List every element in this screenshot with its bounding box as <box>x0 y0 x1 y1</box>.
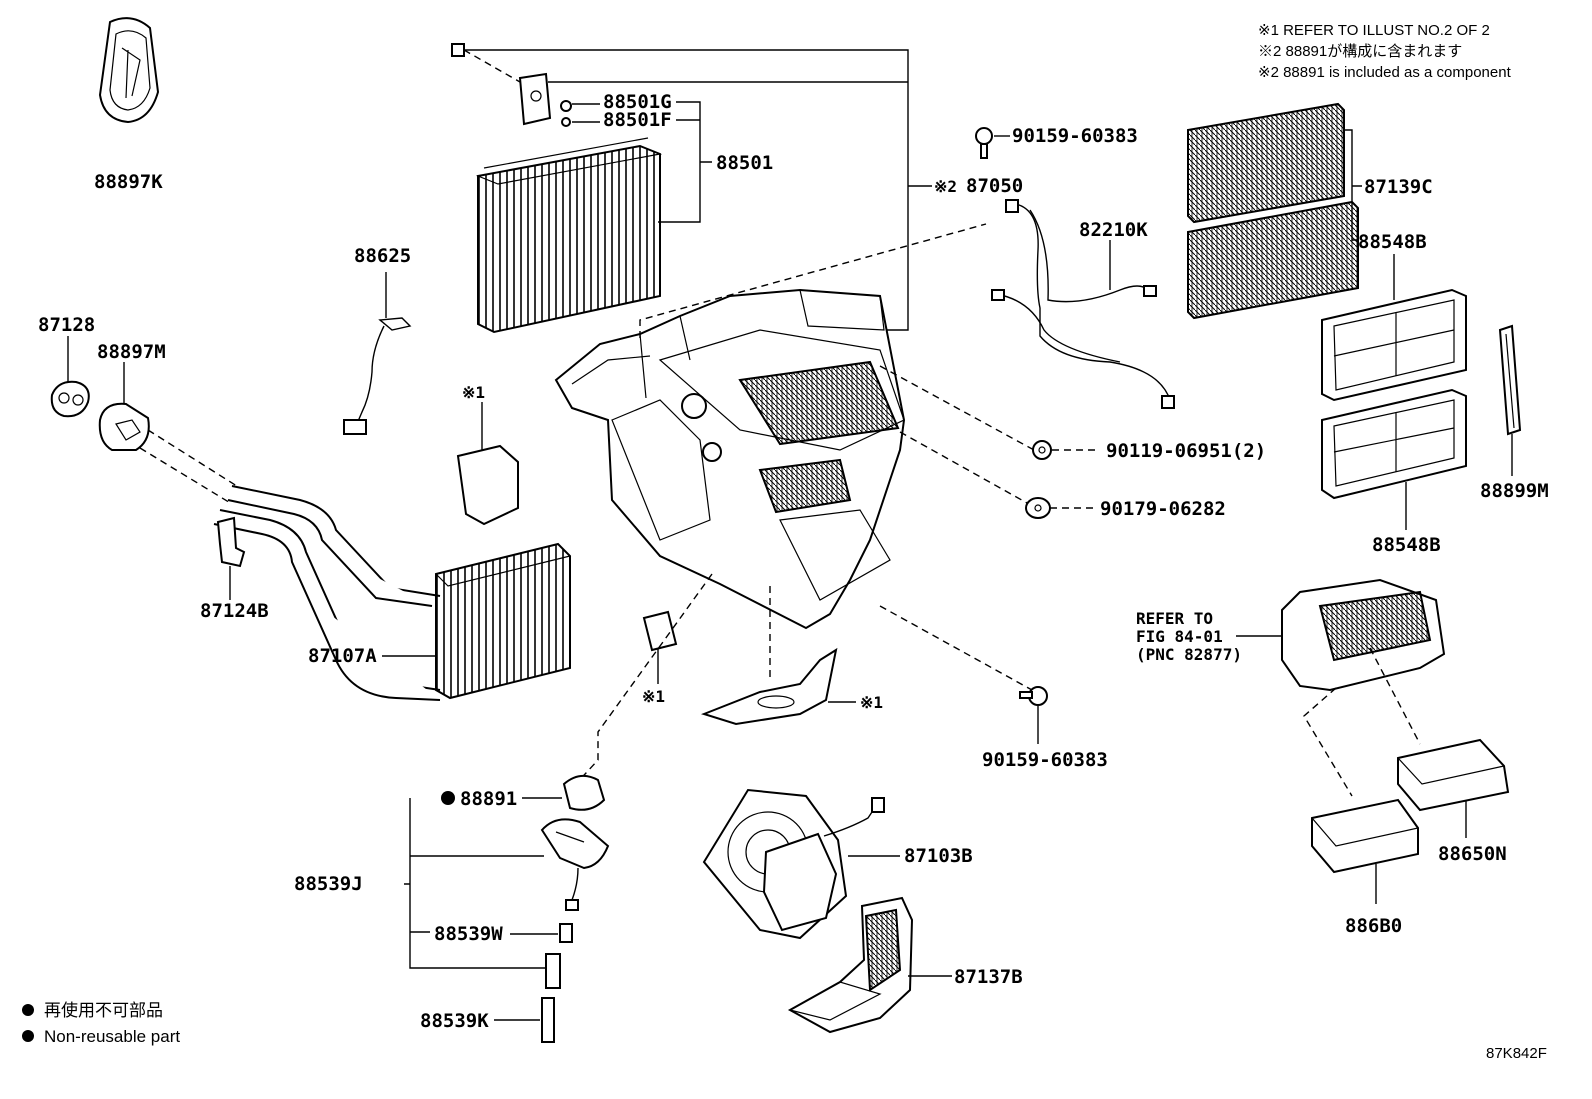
part-90159-60383-top-illustration <box>975 127 993 159</box>
part-label-87107A: 87107A <box>308 645 377 667</box>
part-label-87137B: 87137B <box>954 966 1023 988</box>
part-label-87103B: 87103B <box>904 845 973 867</box>
ref1-mark-duct: ※1 <box>860 693 883 712</box>
notes-block: ※1 REFER TO ILLUST NO.2 OF 2 ※2 88891が構成… <box>1258 22 1512 81</box>
part-label-88539J: 88539J <box>294 873 363 895</box>
part-886B0-illustration <box>1310 798 1420 874</box>
legend-dot-ja <box>22 1004 34 1016</box>
part-label-90159-60383-top: 90159-60383 <box>1012 125 1138 147</box>
ref1-duct-part-illustration <box>700 647 838 726</box>
part-label-87139C: 87139C <box>1364 176 1433 198</box>
part-label-90179-06282: 90179-06282 <box>1100 498 1226 520</box>
part-label-87050: 87050 <box>966 175 1023 197</box>
part-88899M-illustration <box>1498 324 1522 436</box>
part-label-87128: 87128 <box>38 314 95 336</box>
ref1-mark-left: ※1 <box>462 383 485 402</box>
refer-block: REFER TO FIG 84-01 (PNC 82877) <box>1136 609 1242 664</box>
part-88539J-illustration <box>540 818 610 911</box>
legend: 再使用不可部品 Non-reusable part <box>22 1000 180 1046</box>
part-label-88501: 88501 <box>716 152 773 174</box>
note-line-1: ※1 REFER TO ILLUST NO.2 OF 2 <box>1258 22 1490 39</box>
part-label-88899M: 88899M <box>1480 480 1549 502</box>
part-90159-60383-bottom-illustration <box>1019 686 1048 706</box>
part-label-88650N: 88650N <box>1438 843 1507 865</box>
part-88539W-illustration <box>559 923 573 943</box>
refer-line-3: (PNC 82877) <box>1136 645 1242 664</box>
part-87107A-illustration <box>213 485 572 701</box>
ref1-mark-bottom: ※1 <box>642 687 665 706</box>
pnc-82877-module-illustration <box>1281 578 1446 692</box>
part-88650N-illustration <box>1396 738 1510 812</box>
part-label-88548B-bottom: 88548B <box>1372 534 1441 556</box>
part-label-88891: 88891 <box>460 788 517 810</box>
part-label-886B0: 886B0 <box>1345 915 1402 937</box>
part-90179-06282-illustration <box>1025 497 1051 519</box>
part-88897M-illustration <box>98 402 150 451</box>
hvac-unit-main-body <box>554 288 906 630</box>
part-88891-illustration <box>562 774 606 811</box>
part-label-90159-60383-bottom: 90159-60383 <box>982 749 1108 771</box>
part-88501-illustration <box>451 43 663 334</box>
non-reusable-dot-88891 <box>441 791 455 805</box>
part-label-88548B-top: 88548B <box>1358 231 1427 253</box>
part-label-88501F: 88501F <box>603 109 672 131</box>
legend-text-en: Non-reusable part <box>44 1027 180 1046</box>
part-label-88539W: 88539W <box>434 923 503 945</box>
refer-line-1: REFER TO <box>1136 609 1213 628</box>
note-line-2: ※2 88891が構成に含まれます <box>1258 43 1462 60</box>
part-label-90119-06951: 90119-06951(2) <box>1106 440 1266 462</box>
part-label-88625: 88625 <box>354 245 411 267</box>
part-90119-06951-illustration <box>1032 440 1052 460</box>
part-label-88501G: 88501G <box>603 91 672 113</box>
part-82210K-illustration <box>991 199 1175 409</box>
part-88625-illustration <box>343 317 412 435</box>
part-88539K-illustration <box>541 953 561 1043</box>
ref1-small-part-illustration <box>642 610 678 652</box>
legend-dot-en <box>22 1030 34 1042</box>
part-87137B-illustration <box>787 896 914 1034</box>
part-label-88539K: 88539K <box>420 1010 489 1032</box>
part-label-88897K: 88897K <box>94 171 163 193</box>
part-label-88897M: 88897M <box>97 341 166 363</box>
part-87139C-illustration <box>1187 102 1359 320</box>
part-88548B-top-illustration <box>1321 288 1467 500</box>
ref1-left-part-illustration <box>456 444 519 526</box>
part-88897K-illustration <box>98 17 160 124</box>
note-line-3: ※2 88891 is included as a component <box>1258 64 1512 81</box>
part-label-82210K: 82210K <box>1079 219 1148 241</box>
refer-line-2: FIG 84-01 <box>1136 627 1223 646</box>
legend-text-ja: 再使用不可部品 <box>44 1000 163 1020</box>
ref2-mark-87050: ※2 <box>934 177 957 196</box>
part-label-87124B: 87124B <box>200 600 269 622</box>
part-87124B-illustration <box>216 516 246 568</box>
figure-code: 87K842F <box>1486 1045 1547 1062</box>
part-87103B-illustration <box>702 788 885 940</box>
part-87128-illustration <box>50 380 90 418</box>
